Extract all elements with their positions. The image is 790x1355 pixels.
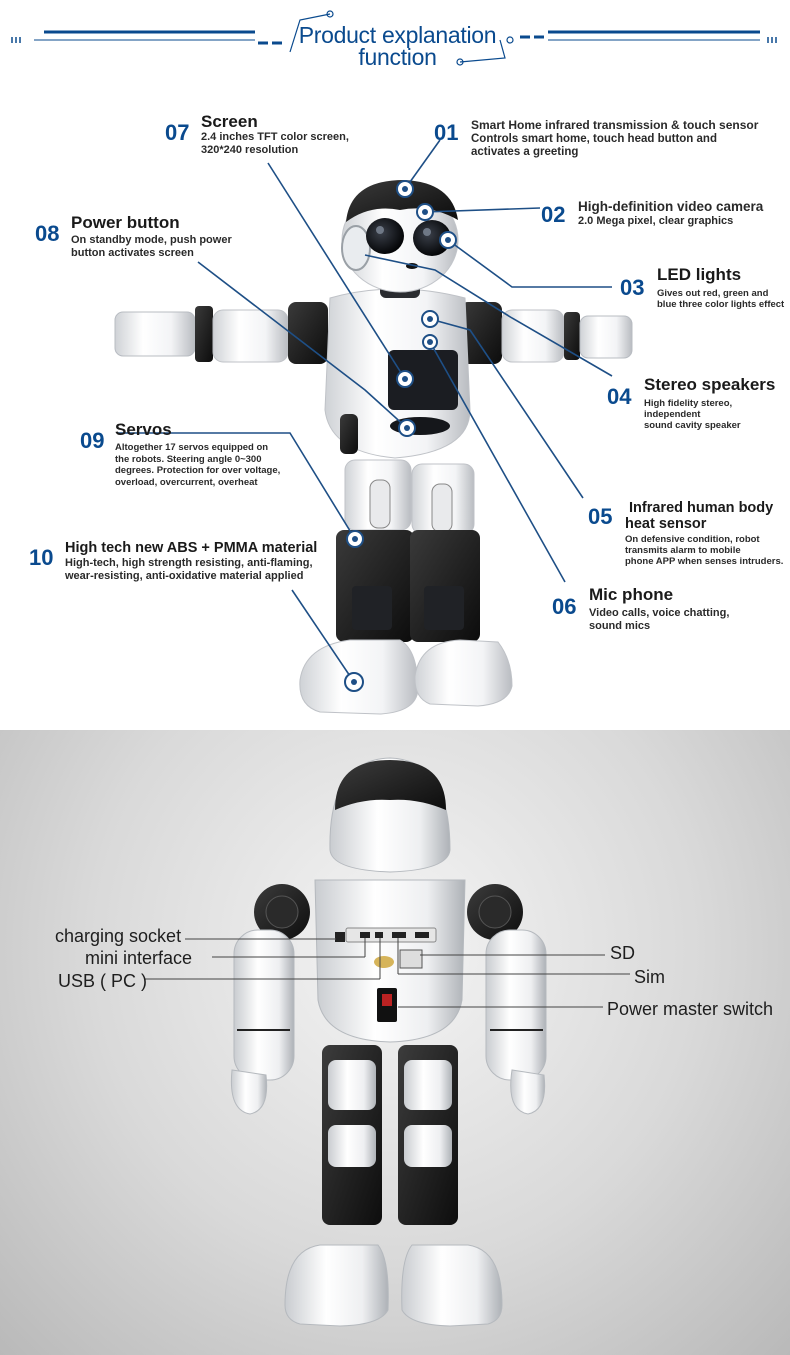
feature-number: 05 [588,504,613,529]
feature-desc: High fidelity stereo, independent [644,398,733,420]
feature-desc: 2.0 Mega pixel, clear graphics [578,215,734,227]
product-back-section: charging socket mini interface USB ( PC … [0,730,790,1355]
feature-number: 09 [80,428,105,453]
feature-desc: On defensive condition, robot [625,534,760,545]
feature-desc: wear-resisting, anti-oxidative material … [65,570,304,582]
product-front-section: 01 Smart Home infrared transmission & to… [0,80,790,730]
feature-number: 06 [552,594,577,619]
feature-number: 03 [620,275,645,300]
label-sim: Sim [634,967,665,987]
feature-number: 10 [29,545,54,570]
header-banner: Product explanation function [0,0,790,80]
feature-desc: transmits alarm to mobile [625,545,741,556]
feature-title: heat sensor [625,516,707,532]
label-power-master-switch: Power master switch [607,999,774,1019]
feature-desc: button activates screen [71,247,194,259]
feature-desc: 320*240 resolution [201,144,299,156]
label-charging-socket: charging socket [55,926,182,946]
feature-title: Screen [201,112,258,131]
feature-title: High tech new ABS + PMMA material [65,540,318,556]
label-sd: SD [610,943,636,963]
feature-desc: blue three color lights effect [657,299,785,310]
label-usb-pc: USB ( PC ) [58,971,148,991]
feature-title: Stereo speakers [644,375,776,394]
feature-desc: sound mics [589,620,651,632]
label-mini-interface: mini interface [85,948,193,968]
feature-desc: Altogether 17 servos equipped on [115,442,269,453]
robot-back-image [144,757,630,1327]
feature-title: Power button [71,213,180,232]
feature-number: 08 [35,221,60,246]
feature-desc: Gives out red, green and [657,288,769,299]
feature-desc: phone APP when senses intruders. [625,556,784,567]
header-decoration [11,10,777,66]
feature-number: 07 [165,120,190,145]
feature-desc: Controls smart home, touch head button a… [471,133,717,145]
feature-number: 01 [434,120,459,145]
feature-title: Mic phone [589,585,674,604]
feature-title: Infrared human body [629,500,774,516]
title-line-1: Product explanation [298,22,497,48]
feature-desc: On standby mode, push power [71,234,232,246]
feature-title: Servos [115,420,172,439]
feature-number: 04 [607,384,632,409]
feature-desc: degrees. Protection for over voltage, [115,465,281,476]
feature-desc: overload, overcurrent, overheat [115,476,258,488]
feature-desc: the robots. Steering angle 0~300 [115,453,262,465]
feature-title: High-definition video camera [578,199,764,214]
feature-title: LED lights [657,265,742,284]
feature-desc: Video calls, voice chatting, [589,607,730,619]
title-line-2: function [358,44,437,70]
page-title: Product explanation function [290,22,505,70]
feature-desc: activates a greeting [471,146,579,158]
feature-desc: High-tech, high strength resisting, anti… [65,557,313,569]
feature-desc: sound cavity speaker [644,420,741,431]
feature-desc: 2.4 inches TFT color screen, [201,131,349,143]
feature-number: 02 [541,202,566,227]
feature-title: Smart Home infrared transmission & touch… [471,118,759,132]
